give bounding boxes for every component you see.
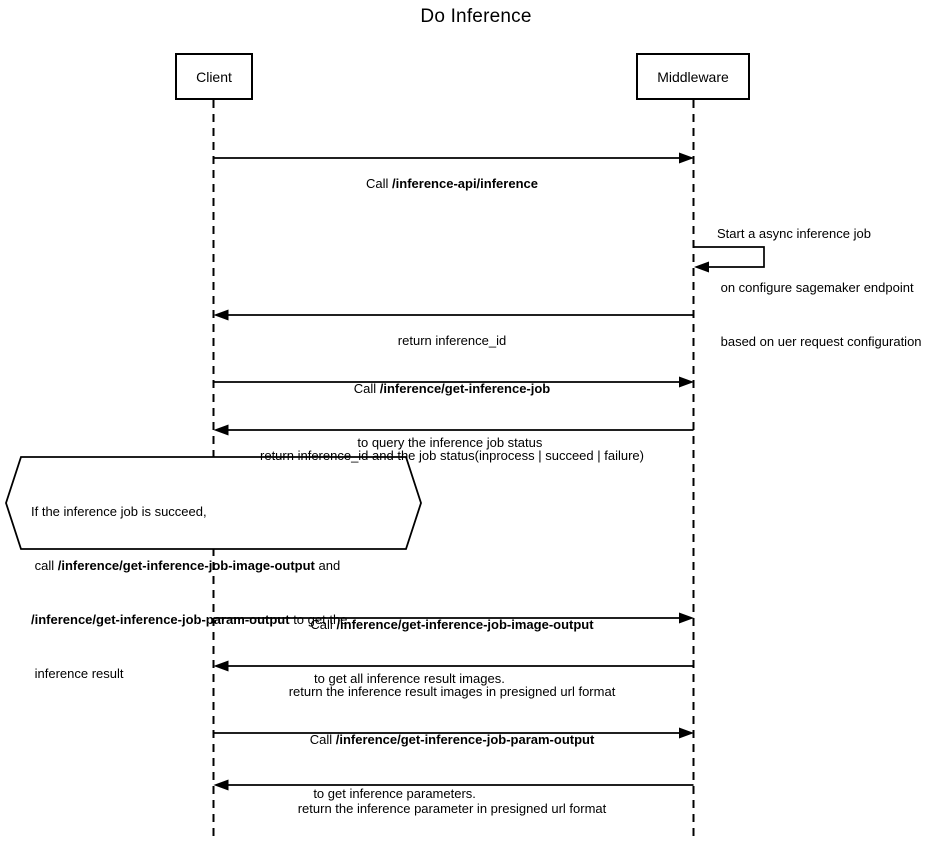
actor-client-label: Client: [196, 68, 232, 85]
note-text: call: [31, 558, 58, 573]
message-7-line: return the inference result images in pr…: [288, 684, 616, 699]
arrowhead-right-icon: [679, 152, 694, 164]
self-message-line: Start a async inference job: [717, 226, 871, 241]
message-api-path: /inference/get-inference-job-param-outpu…: [335, 732, 595, 747]
note-line: /inference/get-inference-job-param-outpu…: [31, 611, 347, 629]
arrowhead-right-icon: [679, 727, 694, 739]
note-hexagon: [5, 456, 422, 550]
note-label: If the inference job is succeed, call /i…: [31, 467, 347, 719]
arrowhead-left-icon: [694, 261, 709, 273]
message-8-line: to get inference parameters.: [309, 786, 476, 801]
arrowhead-right-icon: [679, 612, 694, 624]
message-7-label: return the inference result images in pr…: [289, 647, 616, 737]
message-8-line: Call /inference/get-inference-job-param-…: [310, 731, 595, 749]
self-message-line: based on uer request configuration: [717, 334, 922, 349]
message-text: Call: [353, 381, 380, 396]
message-text: Call: [309, 732, 336, 747]
actor-middleware-label: Middleware: [657, 68, 729, 85]
actor-middleware: Middleware: [636, 53, 750, 100]
note-api-path: /inference/get-inference-job-image-outpu…: [57, 558, 315, 573]
message-6-line: Call /inference/get-inference-job-image-…: [310, 616, 593, 634]
message-text: Call: [310, 617, 337, 632]
note-text: to get the: [289, 612, 348, 627]
message-3-label: return inference_id: [398, 296, 506, 386]
message-text: Call: [366, 176, 393, 191]
message-4-line: Call /inference/get-inference-job: [354, 380, 551, 398]
message-5-label: return inference_id and the job status(i…: [260, 411, 644, 501]
message-9-line: return the inference parameter in presig…: [297, 801, 607, 816]
actor-client: Client: [175, 53, 253, 100]
arrowhead-left-icon: [213, 424, 229, 436]
arrowhead-right-icon: [679, 376, 694, 388]
message-6-line: to get all inference result images.: [310, 671, 505, 686]
note-api-path: /inference/get-inference-job-param-outpu…: [31, 612, 290, 627]
note-line: If the inference job is succeed,: [31, 504, 207, 519]
diagram-title: Do Inference: [420, 6, 532, 27]
note-line: inference result: [31, 666, 124, 681]
arrowhead-left-icon: [213, 309, 229, 321]
self-message-label: Start a async inference job on configure…: [717, 189, 922, 387]
arrowhead-left-icon: [213, 779, 229, 791]
message-api-path: /inference/get-inference-job: [379, 381, 551, 396]
message-5-line: return inference_id and the job status(i…: [260, 448, 644, 463]
message-4-label: Call /inference/get-inference-job to que…: [354, 344, 551, 488]
message-api-path: /inference-api/inference: [392, 176, 538, 191]
note-text: and: [314, 558, 341, 573]
self-message-line: on configure sagemaker endpoint: [717, 280, 914, 295]
message-8-label: Call /inference/get-inference-job-param-…: [310, 695, 595, 839]
note-line: call /inference/get-inference-job-image-…: [31, 557, 347, 575]
self-message-loop: [693, 246, 765, 268]
message-9-label: return the inference parameter in presig…: [298, 764, 607, 842]
message-4-line: to query the inference job status: [353, 435, 543, 450]
arrowhead-left-icon: [213, 660, 229, 672]
message-3-line: return inference_id: [397, 333, 507, 348]
message-1-line: Call /inference-api/inference: [366, 175, 538, 193]
message-1-label: Call /inference-api/inference: [366, 139, 538, 229]
message-api-path: /inference/get-inference-job-image-outpu…: [336, 617, 594, 632]
message-6-label: Call /inference/get-inference-job-image-…: [310, 580, 593, 724]
